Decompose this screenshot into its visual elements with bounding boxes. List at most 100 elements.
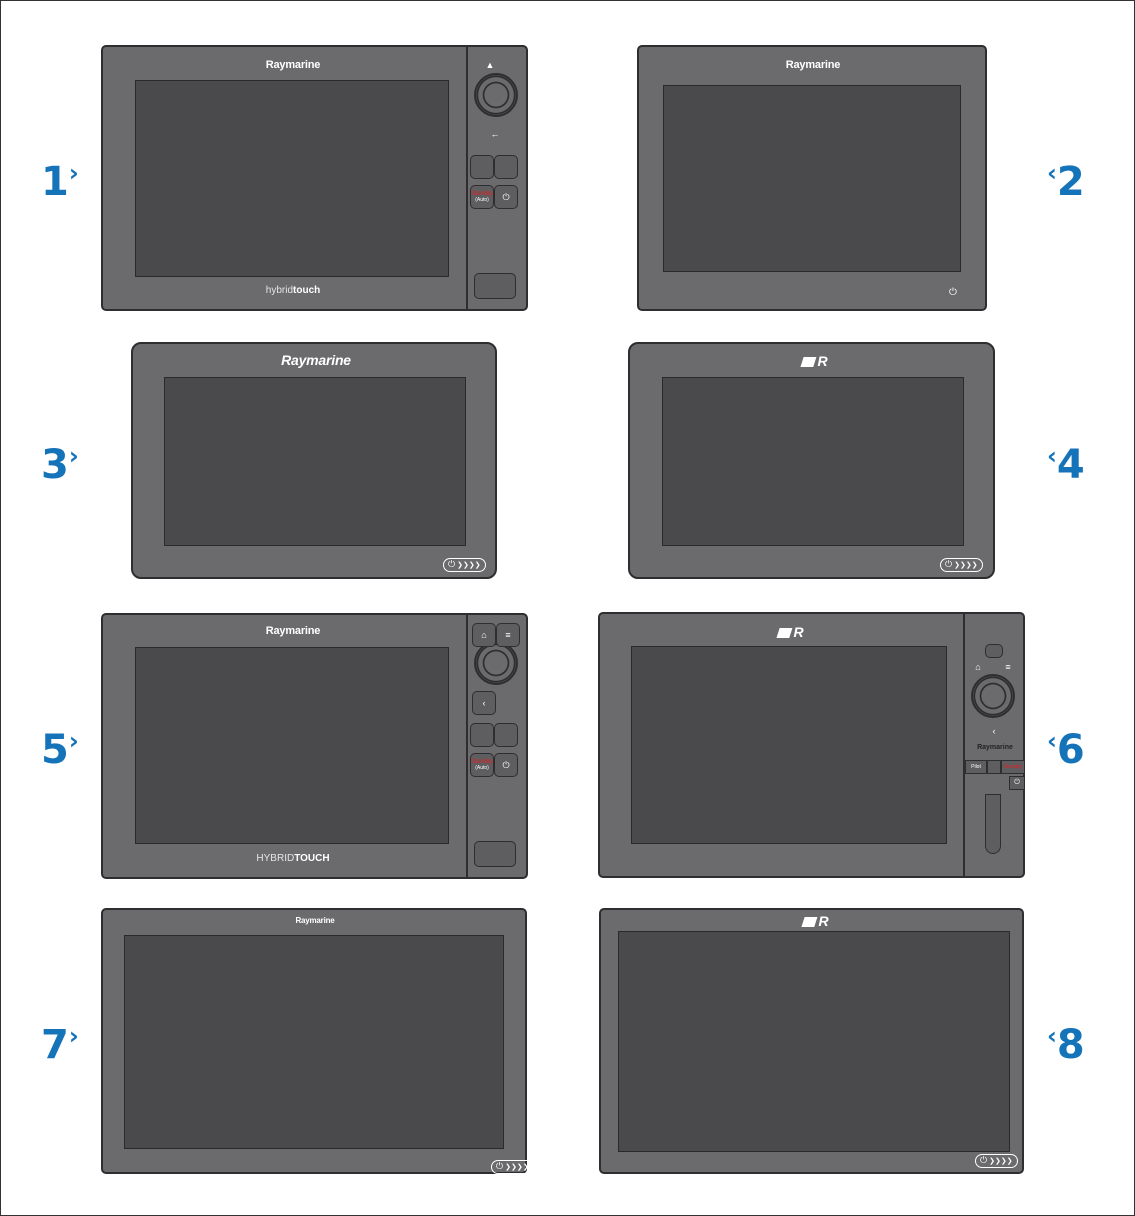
- mob-button[interactable]: [987, 760, 1001, 774]
- display-screen: [631, 646, 947, 844]
- brand-name: Raymarine: [265, 625, 321, 637]
- label-number: 3: [41, 442, 69, 488]
- display-label-4: ‹4: [1047, 436, 1085, 485]
- power-icon[interactable]: ⏻: [949, 287, 957, 298]
- chevron-right-icon: ›: [68, 727, 79, 755]
- display-screen: [135, 647, 449, 844]
- power-button[interactable]: ⏻: [494, 185, 518, 209]
- chevron-left-icon: ‹: [1047, 1022, 1057, 1050]
- home-icon[interactable]: ⌂: [975, 662, 981, 672]
- waypoint-button[interactable]: [985, 644, 1003, 658]
- chevron-right-icon: ›: [68, 442, 79, 470]
- display-label-6: ‹6: [1047, 721, 1085, 770]
- power-button[interactable]: ⏻: [494, 753, 518, 777]
- waypoint-mob-button[interactable]: [494, 155, 518, 179]
- power-button[interactable]: ⏻: [1009, 776, 1025, 790]
- switch-panes-button[interactable]: [470, 155, 494, 179]
- label-number: 6: [1056, 727, 1085, 773]
- display-screen: [663, 85, 961, 272]
- brand-logo: R: [776, 624, 804, 640]
- chevrons-icon: ❯❯❯❯: [989, 1158, 1013, 1165]
- card-slot[interactable]: [985, 794, 1001, 854]
- power-button[interactable]: ⏻❯❯❯❯: [443, 558, 486, 572]
- power-button[interactable]: ⏻❯❯❯❯: [940, 558, 983, 572]
- brand-name: Raymarine: [281, 352, 351, 368]
- back-button[interactable]: ‹: [472, 691, 496, 715]
- subtitle-bold: TOUCH: [294, 853, 330, 864]
- switch-panes-button[interactable]: [470, 723, 494, 747]
- display-screen: [618, 931, 1010, 1152]
- power-button[interactable]: ⏻❯❯❯❯: [491, 1160, 534, 1174]
- display-label-8: ‹8: [1047, 1016, 1085, 1065]
- power-button[interactable]: ⏻❯❯❯❯: [975, 1154, 1018, 1168]
- chevrons-icon: ❯❯❯❯: [505, 1164, 529, 1171]
- home-button[interactable]: ⌂: [472, 623, 496, 647]
- waypoint-mob-button[interactable]: [494, 723, 518, 747]
- brand-logo: R: [800, 353, 828, 369]
- label-number: 2: [1056, 159, 1085, 205]
- pilot-button[interactable]: Pilot: [965, 760, 987, 774]
- logo-letter: R: [818, 913, 829, 929]
- logo-letter: R: [817, 353, 828, 369]
- display-8: R ⏻❯❯❯❯: [599, 908, 1024, 1174]
- power-icon: ⏻: [496, 1161, 504, 1171]
- menu-button[interactable]: ≡: [496, 623, 520, 647]
- label-number: 4: [1056, 442, 1085, 488]
- display-screen: [135, 80, 449, 277]
- chevron-right-icon: ›: [68, 1022, 79, 1050]
- subtitle-light: HYBRID: [256, 853, 295, 864]
- panel-brand: Raymarine: [977, 744, 1013, 751]
- display-3: Raymarine ⏻❯❯❯❯: [131, 342, 497, 579]
- standby-button[interactable]: Standby: [1001, 760, 1025, 774]
- subtitle-bold: touch: [293, 285, 321, 296]
- label-number: 1: [41, 159, 69, 205]
- brand-name: Raymarine: [785, 59, 841, 71]
- menu-icon[interactable]: ≡: [1005, 662, 1011, 672]
- card-reader-door[interactable]: [474, 273, 516, 299]
- power-icon: ⏻: [945, 559, 953, 569]
- rotary-joystick[interactable]: [474, 73, 518, 117]
- chevrons-icon: ❯❯❯❯: [954, 562, 978, 569]
- chevrons-icon: ❯❯❯❯: [457, 562, 481, 569]
- label-number: 7: [41, 1022, 69, 1068]
- display-label-1: 1›: [41, 153, 79, 202]
- back-icon[interactable]: ‹: [992, 726, 996, 736]
- power-icon: ⏻: [448, 559, 456, 569]
- display-label-5: 5›: [41, 721, 79, 770]
- chevron-left-icon: ‹: [1047, 727, 1057, 755]
- rotary-joystick[interactable]: [971, 674, 1015, 718]
- display-7: Raymarine⏻❯❯❯❯: [101, 908, 534, 1174]
- label-number: 5: [41, 727, 69, 773]
- auto-label: (Auto): [475, 765, 489, 771]
- control-panel: ▲←Standby(Auto)⏻: [466, 47, 528, 309]
- brand-logo: R: [801, 913, 829, 929]
- rotary-joystick[interactable]: [474, 641, 518, 685]
- display-label-3: 3›: [41, 436, 79, 485]
- up-icon[interactable]: ▲: [485, 60, 495, 70]
- back-arrow-icon[interactable]: ←: [490, 129, 500, 139]
- card-reader-door[interactable]: [474, 841, 516, 867]
- auto-label: (Auto): [475, 197, 489, 203]
- standby-label: Standby: [470, 191, 494, 197]
- logo-wedge: [801, 917, 818, 927]
- standby-label: Standby: [470, 759, 494, 765]
- display-4: R ⏻❯❯❯❯: [628, 342, 995, 579]
- chevron-left-icon: ‹: [1047, 159, 1057, 187]
- product-subtitle: HYBRIDTOUCH: [256, 853, 329, 864]
- display-label-2: ‹2: [1047, 153, 1085, 202]
- logo-letter: R: [793, 624, 804, 640]
- product-subtitle: hybridtouch: [266, 285, 320, 296]
- pilot-button[interactable]: Standby(Auto): [470, 185, 494, 209]
- chevron-right-icon: ›: [68, 159, 79, 187]
- display-screen: [124, 935, 504, 1149]
- display-screen: [662, 377, 964, 546]
- logo-wedge: [800, 357, 817, 367]
- display-label-7: 7›: [41, 1016, 79, 1065]
- label-number: 8: [1056, 1022, 1085, 1068]
- pilot-button[interactable]: Standby(Auto): [470, 753, 494, 777]
